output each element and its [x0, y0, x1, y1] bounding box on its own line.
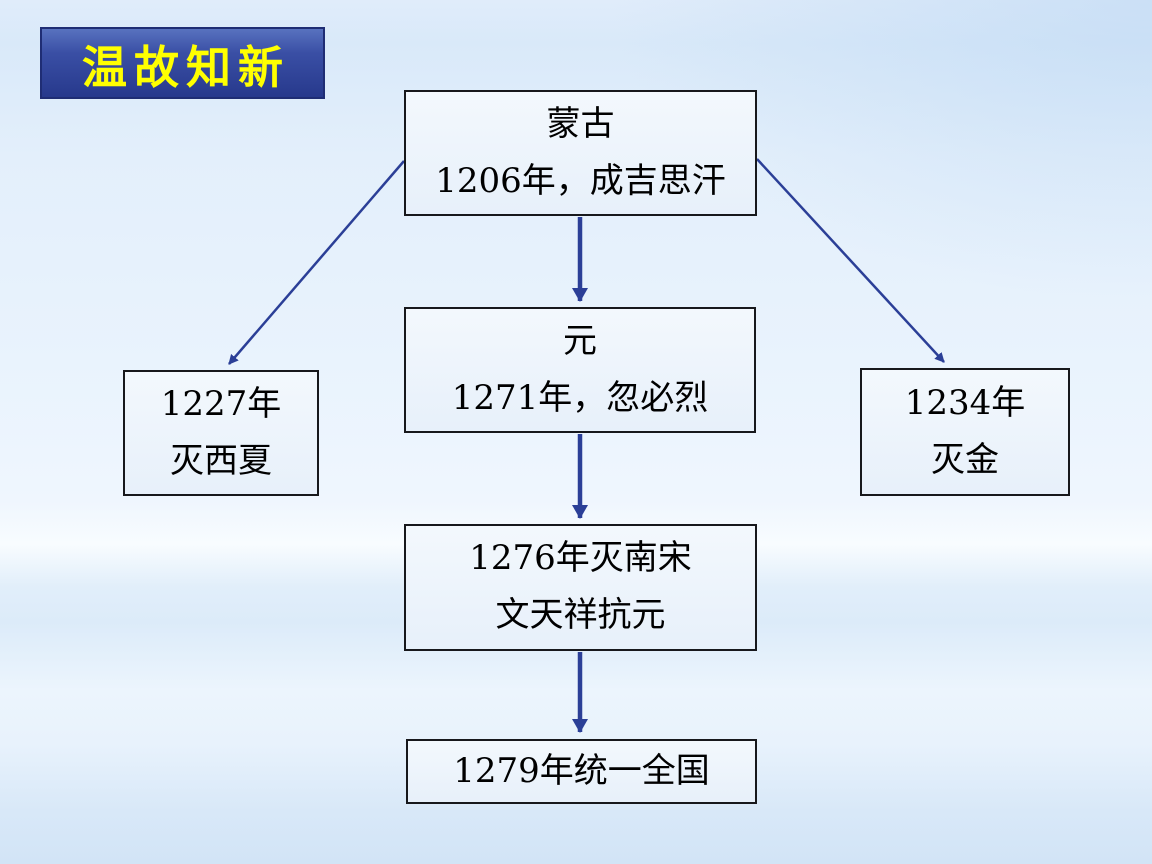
node-southern-song: 1276年灭南宋 文天祥抗元	[404, 524, 757, 651]
node-mongolia-line-1: 蒙古	[546, 103, 615, 144]
node-jin-line-1: 1234年	[904, 382, 1026, 423]
node-southern-song-line-1: 1276年灭南宋	[469, 538, 692, 579]
node-xixia: 1227年 灭西夏	[123, 370, 319, 496]
node-jin: 1234年 灭金	[860, 368, 1070, 496]
node-unification-line-1: 1279年统一全国	[453, 750, 710, 791]
node-unification: 1279年统一全国	[406, 739, 757, 804]
review-badge-label: 温故知新	[81, 40, 290, 94]
arrow-mongolia-to-jin	[756, 158, 945, 363]
node-yuan: 元 1271年，忽必烈	[404, 307, 756, 433]
node-mongolia-line-2: 1206年，成吉思汗	[435, 160, 726, 201]
node-yuan-line-1: 元	[563, 320, 597, 361]
node-xixia-line-2: 灭西夏	[170, 440, 272, 481]
node-jin-line-2: 灭金	[931, 439, 999, 480]
node-xixia-line-1: 1227年	[160, 383, 282, 424]
node-yuan-line-2: 1271年，忽必烈	[451, 377, 709, 418]
review-badge: 温故知新	[40, 27, 325, 99]
node-southern-song-line-2: 文天祥抗元	[495, 595, 666, 635]
node-mongolia: 蒙古 1206年，成吉思汗	[404, 90, 757, 216]
arrow-mongolia-to-xixia	[228, 160, 405, 365]
